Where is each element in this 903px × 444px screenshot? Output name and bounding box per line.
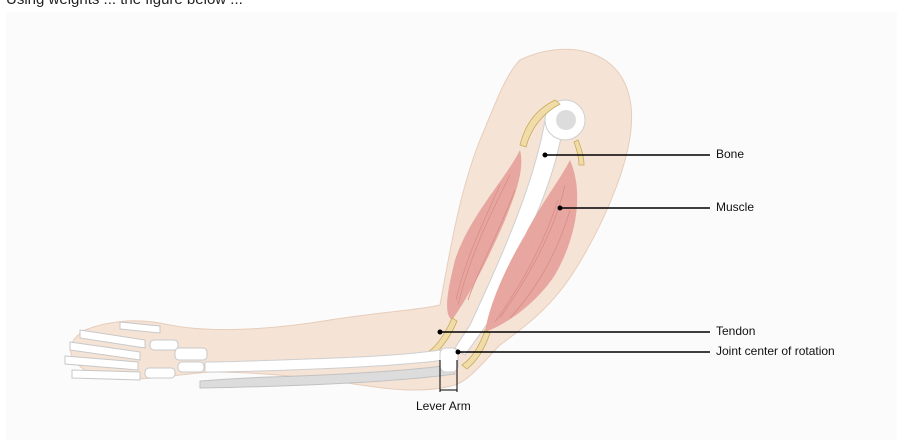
elbow-joint <box>440 348 458 372</box>
label-joint-center: Joint center of rotation <box>716 344 835 358</box>
label-muscle: Muscle <box>716 200 754 214</box>
shoulder-joint-inner <box>556 110 576 130</box>
label-tendon: Tendon <box>716 324 755 338</box>
label-lever-arm: Lever Arm <box>416 399 471 413</box>
label-bone: Bone <box>716 147 744 161</box>
